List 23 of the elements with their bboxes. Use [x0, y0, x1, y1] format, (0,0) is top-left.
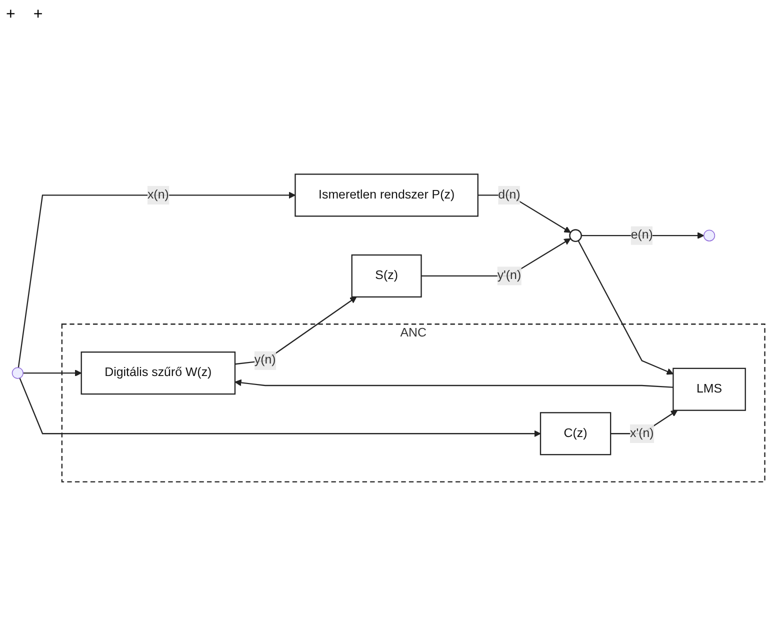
arrow: [578, 240, 674, 376]
arrow: [19, 378, 541, 438]
edge-label: d(n): [498, 188, 520, 202]
arrow: [23, 370, 82, 377]
arrow: [234, 380, 674, 388]
edge-label: x(n): [147, 188, 169, 202]
sign-label: +: [33, 6, 43, 24]
node-box: Ismeretlen rendszer P(z): [294, 174, 478, 218]
edge-label: e(n): [630, 229, 653, 242]
node-box: Digitális szűrő W(z): [80, 352, 236, 396]
arrow: [421, 238, 571, 278]
node-box: C(z): [540, 412, 612, 456]
arrow: [234, 297, 357, 366]
arrow: [478, 195, 571, 234]
sign-label: +: [6, 6, 16, 24]
arrow: [18, 192, 296, 368]
edge-label: y(n): [254, 354, 276, 368]
edge-label: y'(n): [497, 269, 522, 283]
node-box: LMS: [672, 368, 746, 412]
node-box: S(z): [351, 254, 422, 298]
node-circle: [569, 230, 582, 242]
arrow: [581, 232, 704, 240]
edge-label: x'(n): [630, 427, 654, 440]
